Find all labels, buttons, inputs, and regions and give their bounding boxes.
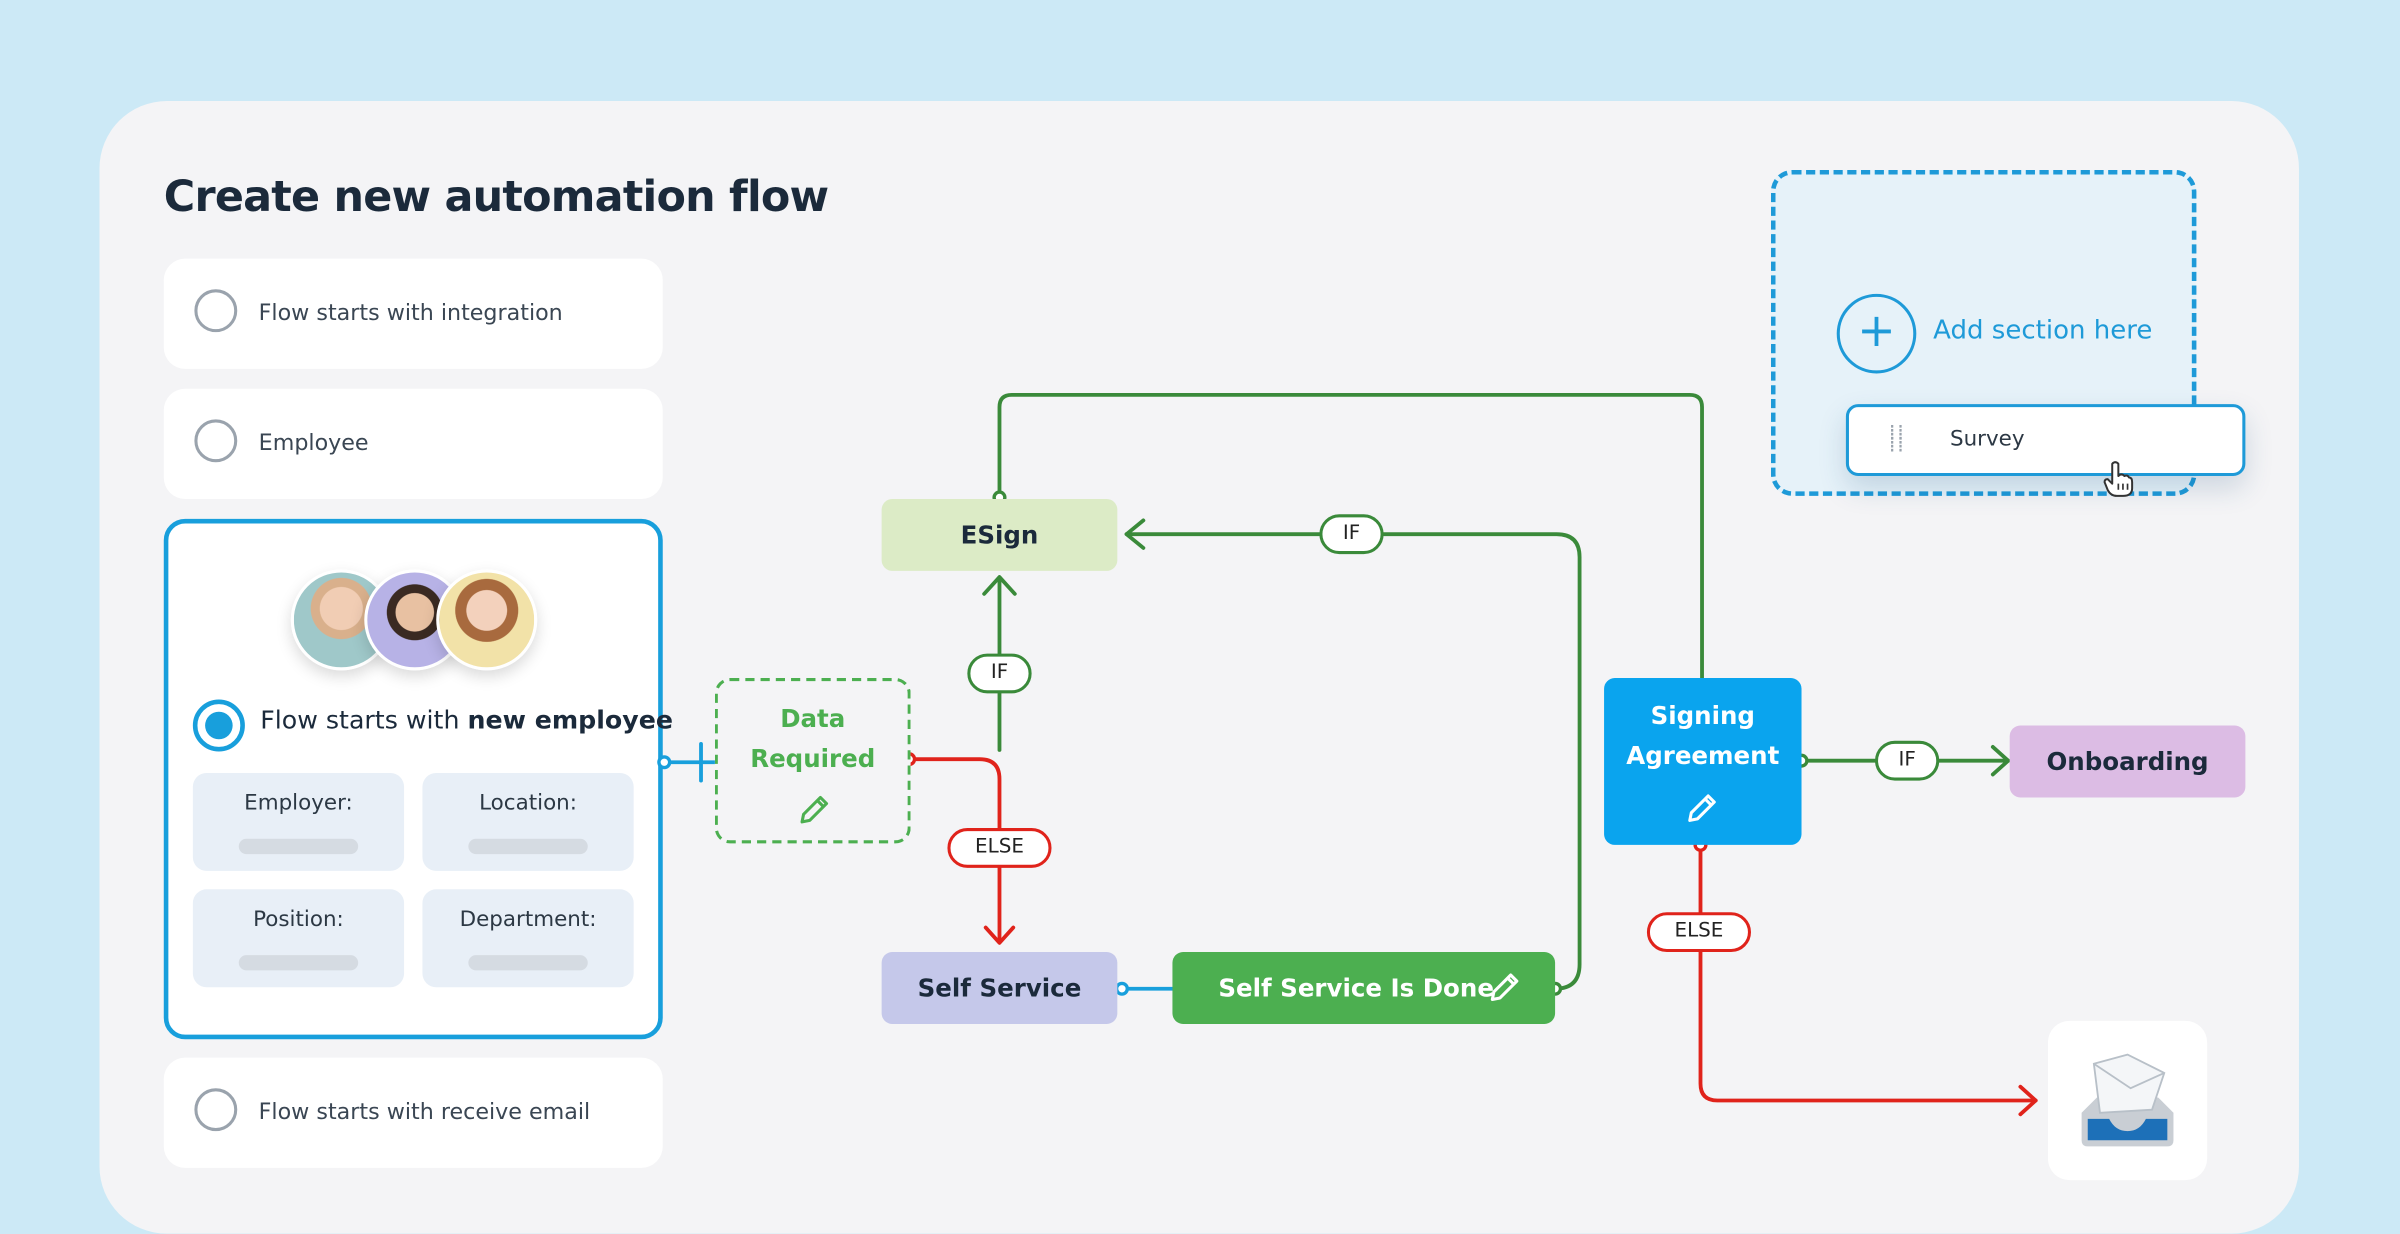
mail-inbox-icon (2081, 1053, 2174, 1147)
add-section-label[interactable]: Add section here (1933, 315, 2153, 346)
self-service-done-node[interactable]: Self Service Is Done (1172, 952, 1556, 1024)
field-label: Position: (253, 907, 344, 933)
field-value-placeholder (238, 955, 359, 971)
location-field[interactable]: Location: (422, 772, 634, 871)
radio-button[interactable] (194, 289, 238, 333)
connector-done-esign (1124, 532, 1582, 991)
node-label: Self Service Is Done (1218, 973, 1494, 1003)
drag-handle-icon[interactable]: ⁞⁞⁞⁞ (1888, 420, 1906, 458)
option-label: Flow starts with integration (258, 301, 563, 327)
option-label: Flow starts with receive email (258, 1100, 591, 1125)
option-new-employee[interactable]: Flow starts with new employee Employer: … (163, 518, 673, 1040)
node-label: Self Service (917, 973, 1082, 1003)
esign-node[interactable]: ESign (881, 498, 1118, 571)
node-label: Signing Agreement (1626, 701, 1780, 770)
radio-button[interactable] (194, 419, 238, 463)
field-value-placeholder (468, 955, 588, 971)
employer-field[interactable]: Employer: (192, 772, 405, 871)
field-label: Employer: (244, 791, 353, 816)
avatar (436, 569, 538, 671)
connector-data-selfservice (907, 757, 1002, 944)
survey-label: Survey (1949, 427, 2025, 452)
node-label: Onboarding (2046, 746, 2209, 777)
pencil-icon[interactable] (1685, 791, 1719, 825)
option-label-bold: new employee (467, 705, 673, 735)
option-label-prefix: Flow starts with (260, 705, 468, 735)
signing-agreement-node[interactable]: Signing Agreement (1604, 678, 1802, 845)
position-field[interactable]: Position: (192, 889, 405, 988)
node-label: Data Required (750, 704, 876, 773)
if-pill[interactable]: IF (967, 653, 1032, 694)
if-pill[interactable]: IF (1319, 514, 1384, 555)
stage: Create new automation flow Flow starts w… (99, 101, 2299, 1234)
option-integration[interactable]: Flow starts with integration (163, 258, 663, 369)
else-pill[interactable]: ELSE (1646, 912, 1752, 953)
onboarding-node[interactable]: Onboarding (2009, 725, 2246, 798)
field-value-placeholder (468, 838, 588, 855)
node-label: ESign (960, 520, 1039, 550)
field-label: Location: (479, 791, 577, 816)
department-field[interactable]: Department: (422, 889, 634, 988)
data-required-node[interactable]: Data Required (714, 678, 911, 844)
if-pill[interactable]: IF (1874, 740, 1940, 781)
option-label: Employee (258, 431, 369, 457)
pencil-icon[interactable] (1488, 970, 1522, 1004)
hand-cursor-icon (2103, 461, 2134, 497)
connector-start-data (660, 741, 717, 783)
option-label: Flow starts with new employee (260, 706, 673, 735)
survey-drag-item[interactable]: ⁞⁞⁞⁞ Survey (1845, 404, 2246, 477)
self-service-node[interactable]: Self Service (881, 952, 1118, 1024)
radio-button[interactable] (194, 1088, 238, 1132)
field-label: Department: (459, 907, 597, 933)
option-employee[interactable]: Employee (163, 388, 663, 499)
plus-icon[interactable]: + (1836, 293, 1917, 374)
connector-signing-mail (1698, 842, 2038, 1103)
field-value-placeholder (238, 838, 359, 855)
radio-button-selected[interactable] (192, 699, 245, 752)
mail-node[interactable] (2047, 1020, 2208, 1181)
else-pill[interactable]: ELSE (947, 828, 1052, 868)
option-receive-email[interactable]: Flow starts with receive email (163, 1057, 663, 1168)
connector-esign-signing (997, 392, 1704, 680)
pencil-icon[interactable] (797, 793, 831, 827)
page-title: Create new automation flow (163, 171, 829, 222)
